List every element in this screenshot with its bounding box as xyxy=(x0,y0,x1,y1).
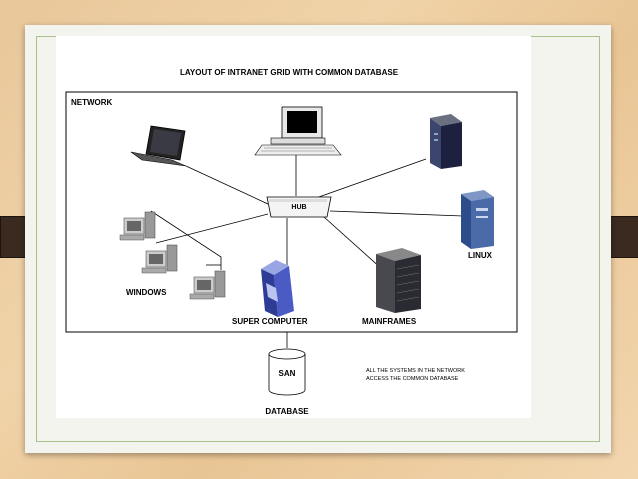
windows-pc-icon xyxy=(119,211,156,241)
windows-pc-icon xyxy=(141,244,178,274)
mainframes-label: MAINFRAMES xyxy=(362,317,417,326)
super-computer-label: SUPER COMPUTER xyxy=(232,317,308,326)
link-windows xyxy=(155,213,269,244)
windows-label: WINDOWS xyxy=(126,288,167,297)
note-line-1: ALL THE SYSTEMS IN THE NETWORK xyxy=(366,368,465,374)
diagram-title: LAYOUT OF INTRANET GRID WITH COMMON DATA… xyxy=(180,68,399,77)
linux-label: LINUX xyxy=(468,251,493,260)
windows-bracket xyxy=(150,210,222,270)
server-tower-icon xyxy=(430,114,462,169)
laptop-icon xyxy=(130,125,187,167)
note-line-2: ACCESS THE COMMON DATABASE xyxy=(366,376,459,382)
database-label: DATABASE xyxy=(265,407,309,416)
san-label: SAN xyxy=(279,369,296,378)
hub-label: HUB xyxy=(291,204,306,211)
network-diagram: LAYOUT OF INTRANET GRID WITH COMMON DATA… xyxy=(65,68,518,416)
super-computer-icon xyxy=(261,260,294,317)
diagram-canvas: LAYOUT OF INTRANET GRID WITH COMMON DATA… xyxy=(56,36,531,418)
linux-server-icon xyxy=(461,190,494,249)
desktop-computer-icon xyxy=(254,106,342,156)
mainframes-icon xyxy=(376,248,421,313)
network-label: NETWORK xyxy=(71,98,113,107)
link-laptop xyxy=(185,165,269,205)
link-server xyxy=(315,158,427,199)
link-linux xyxy=(329,210,464,217)
hub-node xyxy=(266,196,332,218)
windows-pc-icon xyxy=(189,270,226,300)
connection-lines xyxy=(155,155,464,348)
san-database-icon xyxy=(268,348,306,396)
network-boundary xyxy=(65,91,518,333)
